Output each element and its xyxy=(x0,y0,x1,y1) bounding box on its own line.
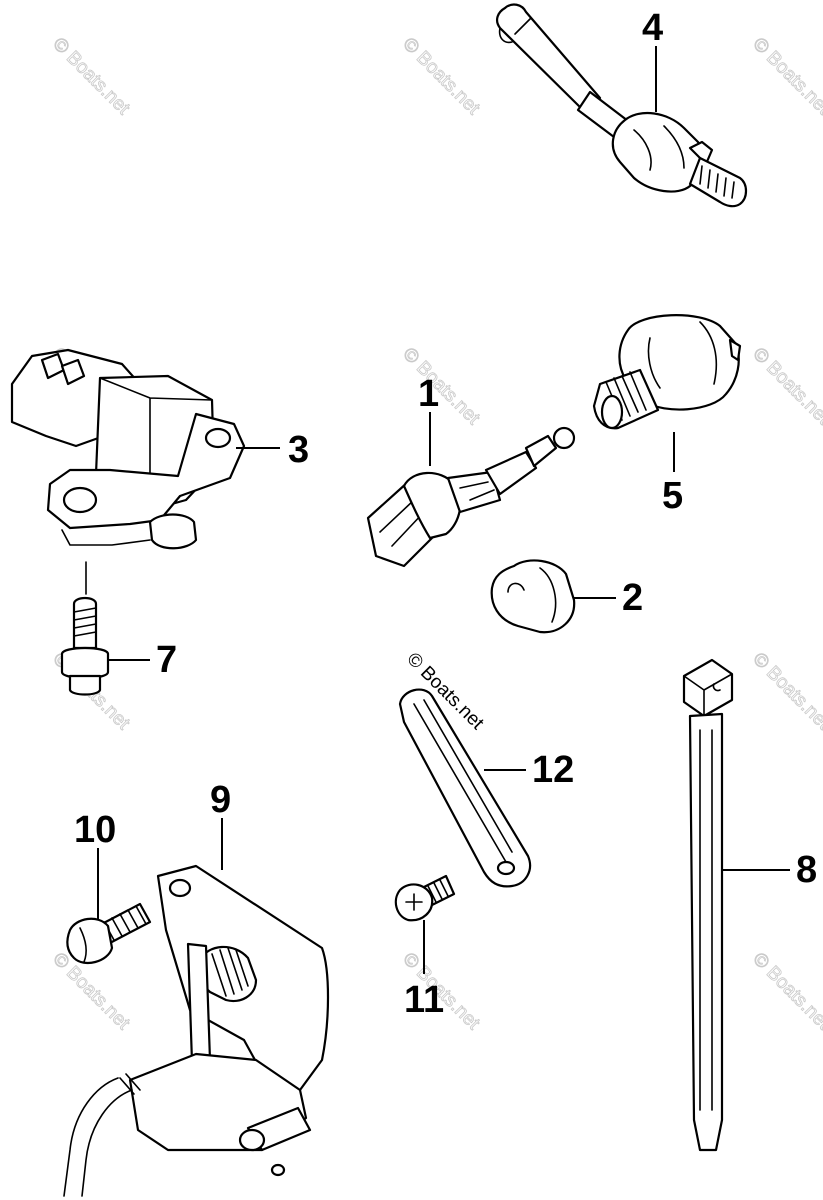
callout-12: 12 xyxy=(532,749,574,791)
callout-7: 7 xyxy=(156,639,177,681)
part-1-sensor-connector xyxy=(366,426,576,568)
part-5-knock-sensor xyxy=(592,314,742,430)
part-12-strap xyxy=(398,688,532,888)
callout-11: 11 xyxy=(404,979,444,1021)
watermark: © Boats.net xyxy=(748,344,823,430)
watermark: © Boats.net xyxy=(748,949,823,1035)
callout-5: 5 xyxy=(662,475,683,517)
part-10-bolt xyxy=(66,902,152,965)
watermark: © Boats.net xyxy=(748,649,823,735)
callout-9: 9 xyxy=(210,779,231,821)
watermark: © Boats.net xyxy=(748,34,823,120)
part-4-temperature-sensor xyxy=(496,3,748,208)
part-3-map-sensor xyxy=(10,348,246,550)
callout-2: 2 xyxy=(622,577,643,619)
part-9-sensor-bracket xyxy=(63,864,330,1197)
part-7-bolt xyxy=(60,561,110,696)
part-11-screw xyxy=(394,874,456,922)
watermark: © Boats.net xyxy=(398,344,484,430)
callout-8: 8 xyxy=(796,849,817,891)
callout-4: 4 xyxy=(642,7,663,49)
leader-lines xyxy=(97,46,790,974)
callout-numbers: 4 3 1 5 2 7 12 8 9 10 11 xyxy=(74,7,817,1021)
part-8-cable-tie xyxy=(682,658,734,1152)
callout-3: 3 xyxy=(288,429,309,471)
watermark: © Boats.net xyxy=(398,34,484,120)
part-2-grommet xyxy=(490,559,576,634)
callout-10: 10 xyxy=(74,809,116,851)
callout-1: 1 xyxy=(418,373,439,415)
watermark: © Boats.net xyxy=(48,34,134,120)
